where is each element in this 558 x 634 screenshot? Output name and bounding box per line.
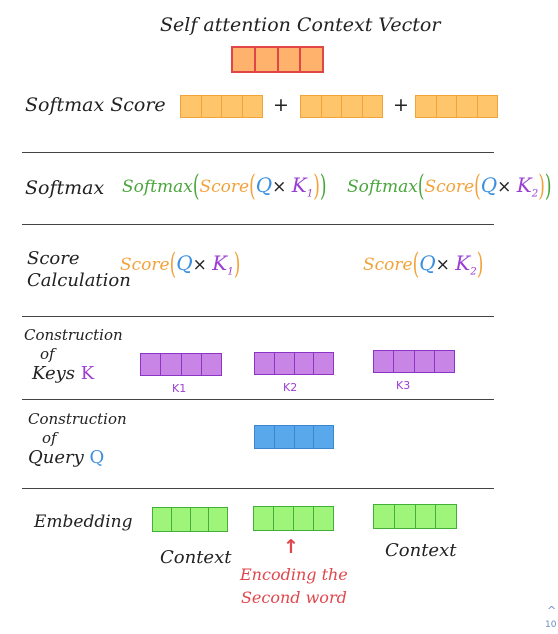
embedding-vector-3	[373, 504, 457, 529]
divider-5	[22, 488, 494, 489]
key-caption-2: K2	[283, 381, 298, 394]
plus-sign-1: +	[273, 94, 289, 116]
query-symbol: Q	[89, 447, 105, 468]
k-symbol-2: K	[516, 173, 532, 197]
divider-4	[22, 399, 494, 400]
divider-1	[22, 152, 494, 153]
weighted-vector-2	[300, 95, 383, 118]
score-fn-1: Score	[199, 177, 250, 197]
score-calc-label: Score Calculation	[27, 248, 131, 291]
divider-2	[22, 224, 494, 225]
score-expression-1: Score(Q× K1)	[120, 248, 241, 282]
key-vector-1	[140, 353, 222, 376]
softmax-label: Softmax	[25, 177, 105, 199]
page-number: 10	[545, 620, 557, 630]
encoding-note: Encoding the Second word	[240, 565, 348, 607]
up-arrow-icon: ↑	[283, 536, 299, 558]
key-caption-1: K1	[172, 382, 187, 395]
softmax-expression-1: Softmax(Score(Q× K1))	[122, 170, 327, 204]
diagram-title: Self attention Context Vector	[160, 14, 441, 36]
divider-3	[22, 316, 494, 317]
query-vector	[254, 425, 334, 449]
embedding-label: Embedding	[34, 512, 133, 532]
weighted-vector-3	[415, 95, 498, 118]
keys-label: Construction of Keys K	[24, 326, 123, 384]
embedding-vector-2	[253, 506, 334, 531]
score-fn-2: Score	[424, 177, 475, 197]
score-expression-2: Score(Q× K2)	[363, 248, 484, 282]
keys-symbol: K	[80, 363, 95, 384]
chevron-up-icon[interactable]: ^	[547, 604, 557, 617]
key-vector-2	[254, 352, 334, 375]
k-symbol-1: K	[291, 173, 307, 197]
softmax-score-label: Softmax Score	[25, 94, 166, 116]
q-symbol-1: Q	[255, 173, 273, 197]
context-vector	[231, 46, 324, 73]
q-symbol-2: Q	[480, 173, 498, 197]
plus-sign-2: +	[393, 94, 409, 116]
query-label: Construction of Query Q	[28, 410, 127, 468]
softmax-expression-2: Softmax(Score(Q× K2))	[347, 170, 552, 204]
softmax-fn-2: Softmax	[347, 177, 418, 197]
embedding-vector-1	[152, 507, 228, 532]
key-vector-3	[373, 350, 455, 373]
context-label-right: Context	[385, 540, 457, 561]
context-label-left: Context	[160, 547, 232, 568]
weighted-vector-1	[180, 95, 263, 118]
softmax-fn-1: Softmax	[122, 177, 193, 197]
key-caption-3: K3	[396, 379, 411, 392]
